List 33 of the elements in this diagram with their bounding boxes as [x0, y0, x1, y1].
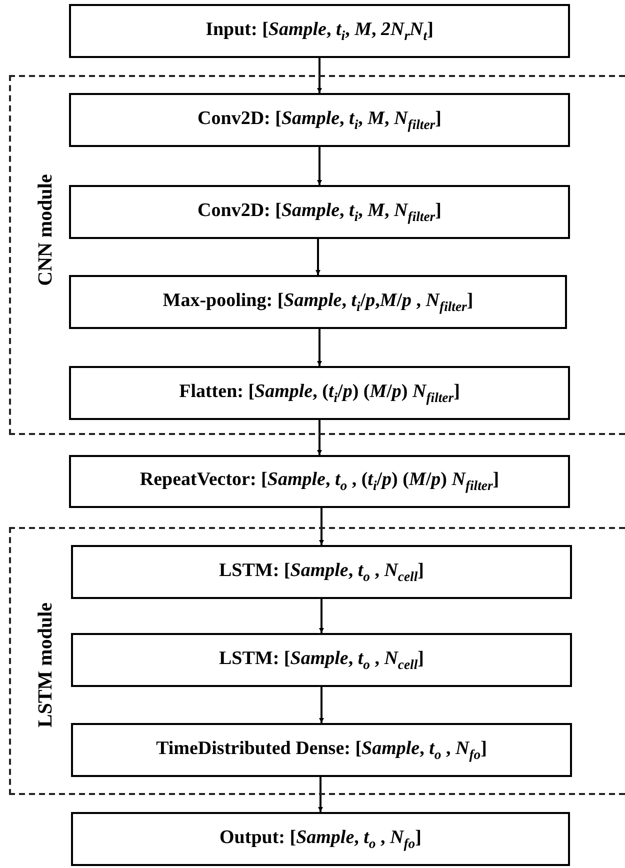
layer-box — [69, 366, 570, 420]
layer-label: LSTM: [Sample, t$_{o}$ , N$_{cell}$] — [219, 648, 424, 672]
arrow — [316, 239, 320, 275]
layer-box — [71, 633, 572, 687]
arrow — [317, 329, 322, 366]
layer-label: Max-pooling: [Sample, t$_{i}$/p,M/p , N$_{filter}$] — [162, 290, 474, 314]
layer-box — [69, 455, 570, 508]
arrow — [317, 147, 322, 185]
layer-label: Output: [Sample, t$_{o}$ , N$_{fo}$] — [220, 826, 422, 852]
layer-box — [71, 545, 572, 599]
layer-label: Conv2D: [Sample, t$_{i}$, M, N$_{filter}$] — [198, 200, 442, 224]
module-label: LSTM module — [34, 602, 58, 728]
layer-label: RepeatVector: [Sample, t$_{o}$ , (t$_{i}$/p) (M/p) N$_{filter}$] — [140, 469, 500, 494]
layer-label: Input: [Sample, t$_{i}$, M, 2N$_{r}$N$_{t}$] — [206, 18, 434, 44]
layer-label: Flatten: [Sample, (t$_{i}$/p) (M/p) N$_{filter}$] — [179, 380, 460, 406]
module-label: CNN module — [34, 174, 58, 286]
layer-box — [69, 4, 570, 58]
arrow — [319, 508, 324, 545]
module-frame — [9, 75, 625, 435]
layer-label: TimeDistributed Dense: [Sample, t$_{o}$ , N$_{fo}$] — [156, 738, 487, 762]
arrow — [319, 599, 324, 633]
layer-box — [69, 185, 570, 239]
module-frame — [9, 527, 625, 795]
layer-label: Conv2D: [Sample, t$_{i}$, M, N$_{filter}$] — [198, 108, 442, 132]
layer-box — [69, 275, 567, 329]
arrow — [319, 687, 324, 723]
layer-box — [71, 723, 572, 777]
arrow — [318, 777, 323, 812]
layer-label: LSTM: [Sample, t$_{o}$ , N$_{cell}$] — [219, 560, 424, 584]
arrow — [317, 58, 322, 93]
layer-box — [69, 93, 570, 147]
arrow — [317, 420, 322, 455]
layer-box — [71, 812, 570, 866]
